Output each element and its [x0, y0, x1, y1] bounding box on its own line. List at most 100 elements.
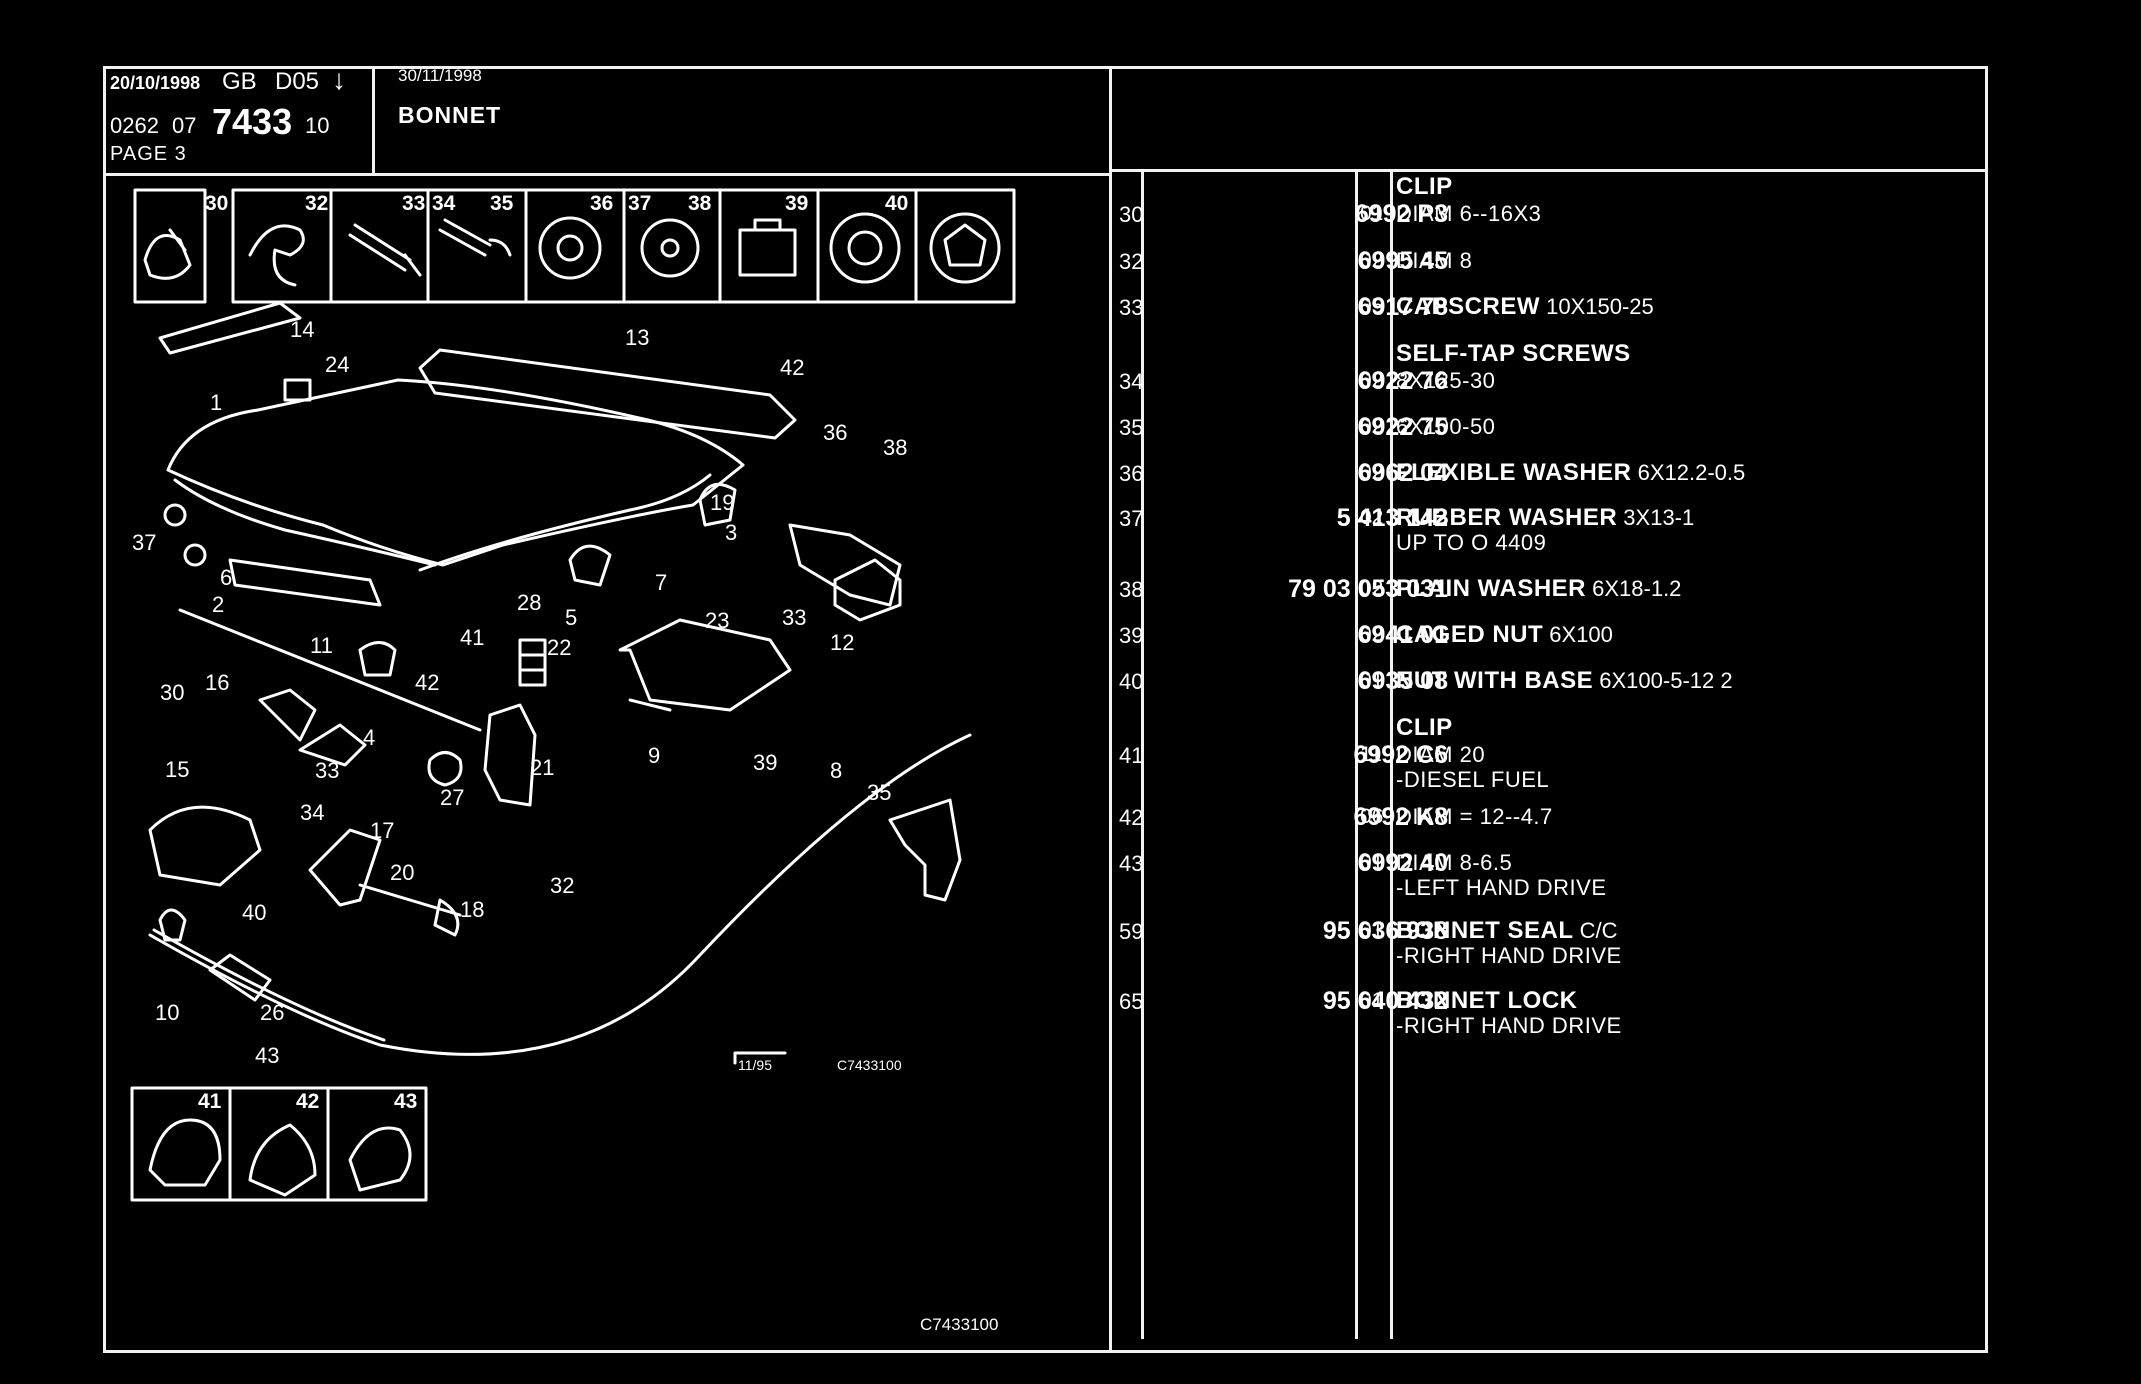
part-description: RUBBER WASHER 3X13-1	[1396, 504, 1695, 531]
part-qty: 01	[1360, 989, 1384, 1012]
part-ref: 41	[1119, 743, 1144, 768]
part-detail: 8X125-30	[1396, 368, 1496, 393]
part-qty: 01	[1360, 202, 1384, 225]
part-ref: 59	[1119, 919, 1144, 944]
callout: 7	[655, 570, 667, 595]
callout: 37	[132, 530, 156, 555]
part-qty: 02	[1360, 623, 1384, 646]
icon-label: 35	[490, 192, 514, 215]
header-prefix2: 07	[172, 113, 197, 138]
page-title: BONNET	[398, 102, 502, 128]
header-prefix1: 0262	[110, 113, 159, 138]
icon-label: 37	[628, 192, 651, 215]
icon-label: 38	[688, 192, 712, 215]
part-detail: DIAM = 12--4.7	[1396, 804, 1553, 829]
icon-label: 43	[394, 1090, 417, 1113]
part-qty: 02	[1360, 415, 1384, 438]
part-ref: 39	[1119, 623, 1144, 648]
part-dimension: 3X13-1	[1617, 505, 1695, 530]
icon-label: 33	[402, 192, 425, 215]
col-divider-2	[1355, 169, 1358, 1339]
icon-label: 39	[785, 192, 808, 215]
part-qty: 11	[1360, 743, 1382, 766]
callout: 19	[710, 490, 734, 515]
part-detail: 6X100-50	[1396, 414, 1496, 439]
part-qty: 01	[1360, 851, 1384, 874]
part-number: 6992 C6	[1353, 741, 1448, 769]
part-number: 6992 40	[1357, 849, 1448, 877]
callout: 34	[300, 800, 324, 825]
part-number: 6917 78	[1357, 293, 1448, 321]
part-heading: SELF-TAP SCREWS	[1396, 340, 1631, 367]
header-suffix: 10	[305, 113, 330, 138]
part-qty: 05	[1360, 295, 1384, 318]
part-description: CAPSCREW 10X150-25	[1396, 293, 1654, 320]
part-qty: 02	[1360, 461, 1384, 484]
part-qty: 01	[1360, 919, 1384, 942]
part-detail: -RIGHT HAND DRIVE	[1396, 1013, 1622, 1038]
part-dimension: 6X100-5-12 2	[1593, 668, 1733, 693]
callout: 8	[830, 758, 842, 783]
callout: 10	[155, 1000, 179, 1025]
part-detail: -LEFT HAND DRIVE	[1396, 875, 1607, 900]
callout: 12	[830, 630, 854, 655]
part-heading: CLIP	[1396, 714, 1453, 741]
part-ref: 32	[1119, 249, 1144, 274]
right-header-divider	[1109, 169, 1988, 172]
part-ref: 36	[1119, 461, 1144, 486]
icon-label: 34	[432, 192, 456, 215]
part-ref: 42	[1119, 805, 1144, 830]
callout: 14	[290, 317, 314, 342]
callout: 36	[823, 420, 847, 445]
callout: 35	[867, 780, 891, 805]
part-number: 95 636 938	[1322, 917, 1448, 945]
icon-label: 30	[205, 192, 228, 215]
part-heading: CLIP	[1396, 173, 1453, 200]
part-number: 6941 01	[1357, 621, 1448, 649]
part-description: BONNET SEAL C/C	[1396, 917, 1618, 944]
part-number: 6962 04	[1357, 459, 1448, 487]
header-divider-h	[103, 173, 1112, 176]
part-description: CAGED NUT 6X100	[1396, 621, 1613, 648]
callout: 26	[260, 1000, 284, 1025]
header-lang: GB	[222, 68, 257, 95]
bottom-ref: C7433100	[920, 1315, 998, 1334]
callout: 40	[242, 900, 266, 925]
right-panel-frame	[1109, 66, 1988, 1353]
callout: 3	[725, 520, 737, 545]
callout: 24	[325, 352, 349, 377]
callout: 33	[315, 758, 339, 783]
callout: 15	[165, 757, 189, 782]
part-dimension: 10X150-25	[1540, 294, 1654, 319]
part-ref: 34	[1119, 369, 1144, 394]
part-description: BONNET LOCK	[1396, 987, 1578, 1014]
part-dimension: 6X18-1.2	[1586, 576, 1682, 601]
part-ref: 43	[1119, 851, 1144, 876]
part-number: 95 640 432	[1322, 987, 1448, 1015]
part-number: 6995 45	[1357, 247, 1448, 275]
header-code: D05	[275, 68, 320, 95]
part-ref: 30	[1119, 202, 1144, 227]
callout: 20	[390, 860, 414, 885]
part-number: 5 413 142	[1336, 504, 1448, 532]
part-detail: DIAM 20	[1396, 742, 1486, 767]
exploded-diagram: 30 32 33 34 35 36 37 38 39 40 41 42 43 1…	[130, 188, 1016, 1334]
part-description: NUT WITH BASE 6X100-5-12 2	[1396, 667, 1733, 694]
part-dimension: 6X100	[1543, 622, 1613, 647]
callout: 16	[205, 670, 229, 695]
part-detail: DIAM 8-6.5	[1396, 850, 1513, 875]
part-detail: UP TO O 4409	[1396, 530, 1547, 555]
header-date2: 30/11/1998	[398, 66, 482, 85]
part-qty: 06	[1360, 805, 1384, 828]
part-dimension: C/C	[1573, 918, 1618, 943]
part-number: 6935 08	[1357, 667, 1448, 695]
callout: 27	[440, 785, 464, 810]
part-qty: 01	[1360, 669, 1384, 692]
part-ref: 35	[1119, 415, 1144, 440]
part-qty: 02	[1360, 506, 1384, 529]
part-ref: 38	[1119, 577, 1144, 602]
part-number: 79 03 053 031	[1288, 575, 1448, 603]
icon-label: 40	[885, 192, 908, 215]
part-qty: 02	[1360, 369, 1384, 392]
callout: 43	[255, 1043, 279, 1068]
